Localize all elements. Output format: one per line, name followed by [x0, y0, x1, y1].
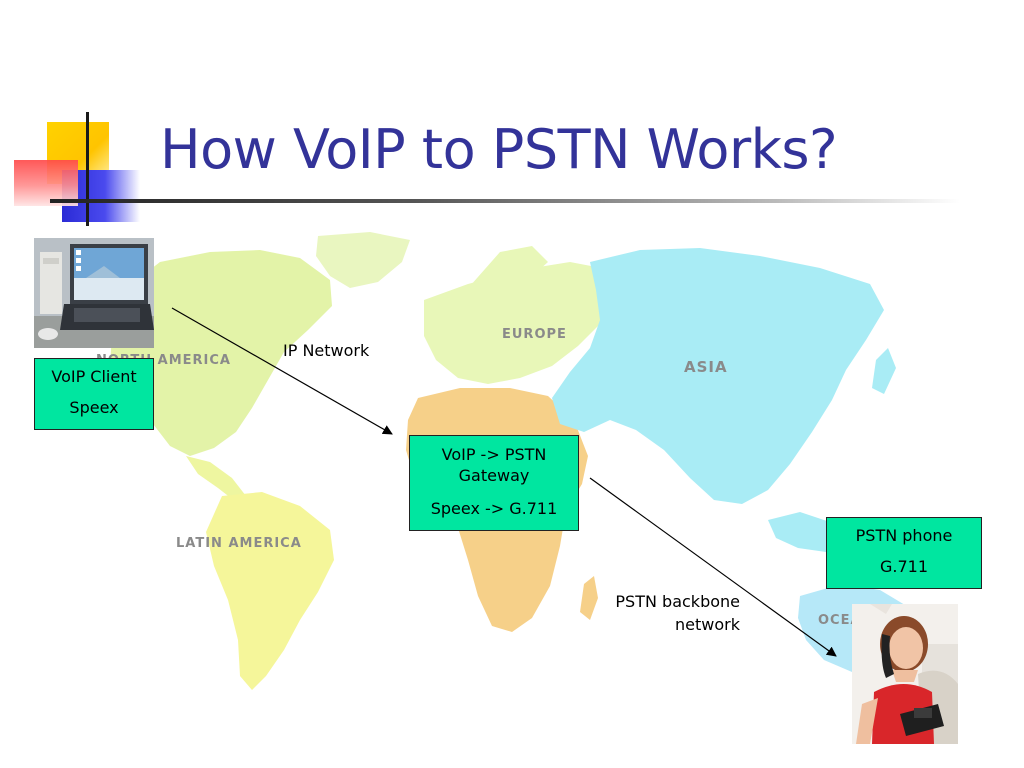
gateway-codec: Speex -> G.711: [430, 499, 558, 518]
japan-shape: [872, 348, 896, 394]
title-underline: [50, 199, 960, 203]
latin-america-shape: [206, 492, 334, 690]
gateway-label-line1: VoIP -> PSTN: [441, 445, 547, 464]
scandinavia-shape: [470, 246, 548, 290]
pstn-phone-box: PSTN phone G.711: [826, 517, 982, 589]
pstn-phone-label: PSTN phone: [855, 526, 953, 545]
pstn-backbone-label: PSTN backbone network: [560, 590, 740, 636]
pstn-backbone-label-line2: network: [675, 615, 740, 634]
asia-shape: [552, 248, 884, 504]
slide-title: How VoIP to PSTN Works?: [160, 118, 838, 181]
voip-client-label: VoIP Client: [51, 367, 137, 386]
pstn-backbone-label-line1: PSTN backbone: [615, 592, 740, 611]
title-deco-vertical-line: [86, 112, 89, 226]
laptop-photo: [34, 238, 154, 348]
europe-shape: [424, 262, 618, 384]
greenland-shape: [316, 232, 410, 288]
woman-on-phone-photo: [852, 604, 958, 744]
central-america-shape: [186, 456, 246, 502]
region-label-europe: EUROPE: [502, 327, 567, 342]
region-label-latin-america: LATIN AMERICA: [176, 536, 302, 551]
gateway-label-line2: Gateway: [458, 466, 530, 485]
title-deco-red-square: [14, 160, 78, 206]
gateway-box: VoIP -> PSTN Gateway Speex -> G.711: [409, 435, 579, 531]
voip-client-codec: Speex: [69, 398, 119, 417]
region-label-asia: ASIA: [684, 358, 728, 376]
pstn-phone-codec: G.711: [879, 557, 929, 576]
ip-network-label: IP Network: [283, 341, 370, 360]
voip-client-box: VoIP Client Speex: [34, 358, 154, 430]
